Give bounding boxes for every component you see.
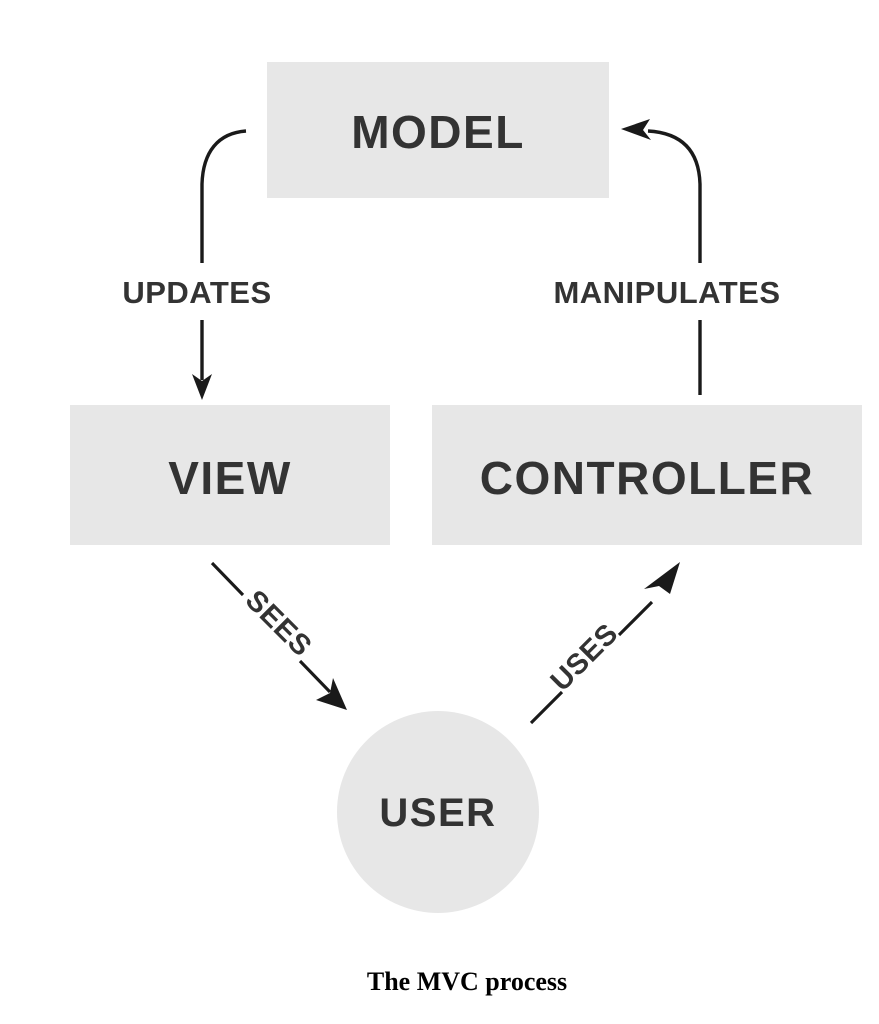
edge-sees-label: SEES xyxy=(239,584,318,663)
edge-uses-line-upper xyxy=(617,600,654,637)
diagram-caption: The MVC process xyxy=(367,967,567,996)
edge-updates-arrowhead xyxy=(192,374,212,400)
node-user[interactable]: USER xyxy=(337,711,539,913)
edge-manipulates: MANIPULATES xyxy=(553,119,780,395)
edge-uses: USES xyxy=(529,562,680,725)
node-controller[interactable]: CONTROLLER xyxy=(432,405,862,545)
node-controller-shape xyxy=(432,405,862,545)
edge-updates-label: UPDATES xyxy=(122,275,271,310)
edge-manipulates-arrowhead xyxy=(621,119,651,140)
edge-updates: UPDATES xyxy=(122,129,271,400)
edge-sees-line-lower xyxy=(298,659,332,694)
edge-sees-line-upper xyxy=(210,561,245,597)
node-model-label: MODEL xyxy=(351,106,525,158)
node-view-label: VIEW xyxy=(168,452,292,504)
edge-uses-line-lower xyxy=(529,690,564,725)
edge-updates-line-upper xyxy=(200,129,247,263)
node-controller-label: CONTROLLER xyxy=(480,452,814,504)
node-view-shape xyxy=(70,405,390,545)
node-model-shape xyxy=(267,62,609,198)
edge-uses-arrowhead xyxy=(644,562,680,594)
node-user-label: USER xyxy=(379,791,496,835)
edge-manipulates-line-upper xyxy=(647,129,702,263)
node-model[interactable]: MODEL xyxy=(267,62,609,198)
edge-manipulates-label: MANIPULATES xyxy=(553,275,780,310)
node-user-shape xyxy=(337,711,539,913)
node-view[interactable]: VIEW xyxy=(70,405,390,545)
edge-uses-label: USES xyxy=(545,618,625,698)
edge-sees: SEES xyxy=(210,561,347,710)
edge-sees-arrowhead xyxy=(316,678,347,710)
